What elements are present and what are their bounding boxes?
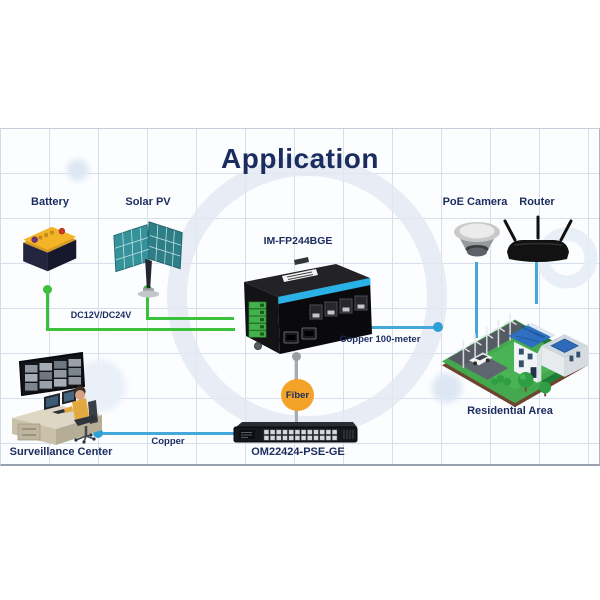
- router-icon: [503, 215, 573, 262]
- residential-area-label: Residential Area: [467, 405, 553, 417]
- dc-power-line-battery-h: [46, 328, 235, 331]
- video-wall-tiles: [25, 359, 81, 391]
- rack-switch-icon: [233, 422, 358, 443]
- rack-switch-label: OM22424-PSE-GE: [251, 446, 345, 458]
- page-title: Application: [221, 143, 379, 174]
- residential-area-illustration: [442, 312, 588, 408]
- dc-power-label: DC12V/DC24V: [70, 310, 132, 320]
- trees: [491, 372, 552, 397]
- surveillance-center-label: Surveillance Center: [9, 446, 113, 458]
- power-terminal-block: [248, 301, 267, 338]
- copper-line: [97, 432, 239, 435]
- fiber-badge: Fiber: [281, 379, 314, 411]
- poe-camera-line: [475, 262, 478, 338]
- solar-pv-icon: [113, 221, 183, 298]
- copper-100m-label: Copper 100-meter: [339, 334, 421, 345]
- industrial-switch-label: IM-FP244BGE: [263, 235, 333, 247]
- surveillance-center-illustration: [12, 351, 102, 445]
- battery-icon: [23, 226, 77, 272]
- industrial-switch-icon: [244, 257, 372, 354]
- dc-power-line-solar-h: [146, 317, 234, 320]
- house: [508, 323, 588, 383]
- dc-power-line-battery-v: [46, 289, 49, 331]
- poe-camera-label: PoE Camera: [442, 196, 508, 208]
- car: [468, 352, 494, 366]
- solar-pv-label: Solar PV: [125, 196, 171, 208]
- battery-label: Battery: [31, 196, 69, 208]
- soft-circle-decoration: [67, 159, 89, 181]
- wind-turbines: [456, 312, 517, 368]
- poe-camera-icon: [454, 222, 500, 257]
- copper-label: Copper: [151, 436, 185, 447]
- dc-power-dot-battery: [43, 285, 52, 294]
- dc-power-line-solar-v: [146, 289, 149, 320]
- fiber-badge-label: Fiber: [285, 389, 310, 401]
- copper-start-dot: [93, 428, 103, 438]
- router-label: Router: [519, 196, 555, 208]
